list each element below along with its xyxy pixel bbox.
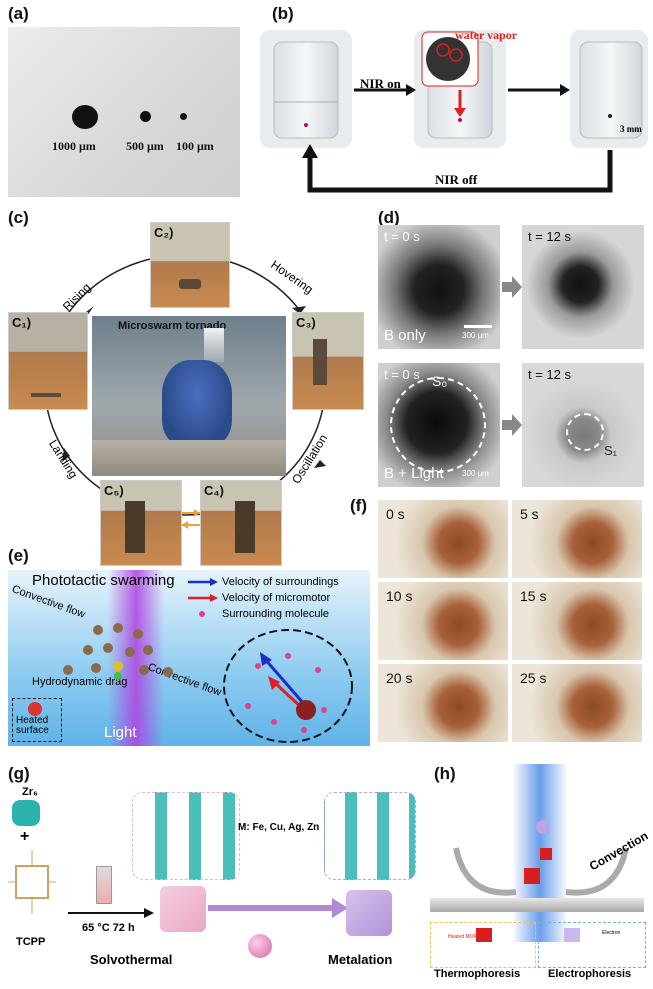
b-only-label: B only: [384, 327, 426, 344]
panel-e-diagram: Phototactic swarming Velocity of surroun…: [8, 570, 370, 746]
orange-exchange-arrows: [182, 509, 200, 529]
metals-label: M: Fe, Cu, Ag, Zn: [238, 822, 320, 833]
legend-surroundings: Velocity of surroundings: [222, 576, 339, 588]
panel-label-e: (e): [8, 546, 29, 565]
purple-mof-structure: [324, 792, 416, 880]
hydrodynamic-drag: Hydrodynamic drag: [32, 676, 128, 688]
panel-label-b: (b): [272, 4, 294, 23]
f-tile: 15 s: [512, 582, 642, 660]
scale-300-bottom: 300 μm: [462, 469, 489, 478]
convection-arrows: [453, 847, 629, 896]
d-arrow-bottom: [502, 414, 522, 436]
f-time-label: 25 s: [520, 670, 547, 686]
d-t12-label-bottom: t = 12 s: [528, 367, 571, 382]
tcpp-label: TCPP: [16, 936, 46, 948]
electron-label: Electron: [602, 930, 621, 936]
zoom-circle: [223, 629, 353, 743]
heated-surface-box: [12, 698, 62, 742]
f-tile: 10 s: [378, 582, 508, 660]
tcpp-molecule: [8, 850, 56, 914]
panel-label-g: (g): [8, 764, 30, 783]
zr6-cluster-icon: [12, 800, 40, 826]
thermophoresis-label: Thermophoresis: [434, 968, 521, 980]
panel-label-d: (d): [378, 208, 400, 227]
d-t0-label-top: t = 0 s: [384, 229, 420, 244]
size-label-1000: 1000 μm: [52, 139, 96, 153]
legend-micromotor: Velocity of micromotor: [222, 592, 331, 604]
legend-arrows: [188, 578, 218, 617]
d-bonly-t12: t = 12 s: [522, 225, 644, 349]
g-arrow-1: [68, 908, 154, 918]
phototactic-title: Phototactic swarming: [32, 572, 175, 589]
tile-c2: C₂): [150, 222, 230, 308]
tile-c5: C₅): [100, 480, 182, 566]
electrophoresis-box: [538, 922, 646, 968]
light-label: Light: [104, 724, 137, 741]
tile-c5-label: C₅): [104, 483, 124, 498]
microswarm-tornado-title: Microswarm tornado: [118, 320, 227, 332]
purple-mof-cube: [346, 890, 392, 936]
panel-label-c: (c): [8, 208, 29, 227]
scale-300-top: 300 μm: [462, 331, 489, 340]
pink-mof-structure: [132, 792, 240, 880]
f-tile: 5 s: [512, 500, 642, 578]
panel-b-diagram: [260, 30, 648, 193]
d-t0-label-bottom: t = 0 s: [384, 367, 420, 382]
solvothermal-label: Solvothermal: [90, 952, 173, 967]
thermophoresis-box: [430, 922, 536, 968]
size-label-500: 500 μm: [126, 139, 164, 153]
f-time-grid: 0 s 5 s 10 s 15 s 20 s 25 s: [378, 500, 644, 744]
f-time-label: 20 s: [386, 670, 413, 686]
panel-a-photo: 1000 μm 500 μm 100 μm: [8, 27, 240, 197]
water-vapor-label: water vapor: [455, 28, 518, 42]
plus-sign: +: [20, 828, 30, 845]
f-time-label: 5 s: [520, 506, 539, 522]
d-arrow-top: [502, 276, 522, 298]
d-bonly-t0: t = 0 s B only 300 μm: [378, 225, 500, 349]
heated-mof-label: Heated MOF tor: [448, 934, 484, 940]
metalation-label: Metalation: [328, 952, 393, 967]
f-time-label: 10 s: [386, 588, 413, 604]
f-time-label: 0 s: [386, 506, 405, 522]
microswarm-tornado-render: Microswarm tornado: [92, 316, 286, 476]
d-blight-t12: t = 12 s S₁: [522, 363, 644, 487]
f-tile: 20 s: [378, 664, 508, 742]
tile-c4-label: C₄): [204, 483, 224, 498]
heated-surface-label: Heated surface: [16, 715, 49, 736]
b-light-label: B + Light: [384, 465, 444, 482]
panel-label-f: (f): [350, 496, 367, 515]
condition-label: 65 °C 72 h: [82, 922, 135, 934]
tile-c4: C₄): [200, 480, 282, 566]
legend-molecule: Surrounding molecule: [222, 608, 330, 620]
nir-off-label: NIR off: [435, 172, 478, 187]
pink-mof-cube: [160, 886, 206, 932]
f-tile: 0 s: [378, 500, 508, 578]
d-blight-t0: t = 0 s S₀ B + Light 300 μm: [378, 363, 500, 487]
particle-1000: [72, 105, 98, 129]
g-arrow-2: [208, 898, 348, 918]
particle-500: [140, 111, 151, 122]
f-time-label: 15 s: [520, 588, 547, 604]
d-t12-label-top: t = 12 s: [528, 229, 571, 244]
tile-c1-label: C₁): [12, 315, 32, 330]
tile-c1: C₁): [8, 312, 88, 410]
scale-3mm: 3 mm: [620, 124, 642, 134]
zr6-label: Zr₆: [22, 786, 38, 798]
swarm-particles: [63, 623, 173, 680]
size-label-100: 100 μm: [176, 139, 214, 153]
particle-100: [180, 113, 187, 120]
tile-c3: C₃): [292, 312, 364, 410]
panel-label-a: (a): [8, 4, 29, 23]
s1-label: S₁: [604, 443, 618, 458]
f-tile: 25 s: [512, 664, 642, 742]
panel-h-diagram: Convection Heated MOF tor Electron Therm…: [426, 764, 648, 982]
panel-label-h: (h): [434, 764, 456, 783]
tile-c2-label: C₂): [154, 225, 174, 240]
panel-g-diagram: Zr₆ + TCPP 65 °C 72 h Solvothermal M: Fe…: [8, 786, 416, 982]
tile-c3-label: C₃): [296, 315, 316, 330]
electrophoresis-label: Electrophoresis: [548, 968, 632, 980]
nir-on-label: NIR on: [360, 76, 401, 91]
